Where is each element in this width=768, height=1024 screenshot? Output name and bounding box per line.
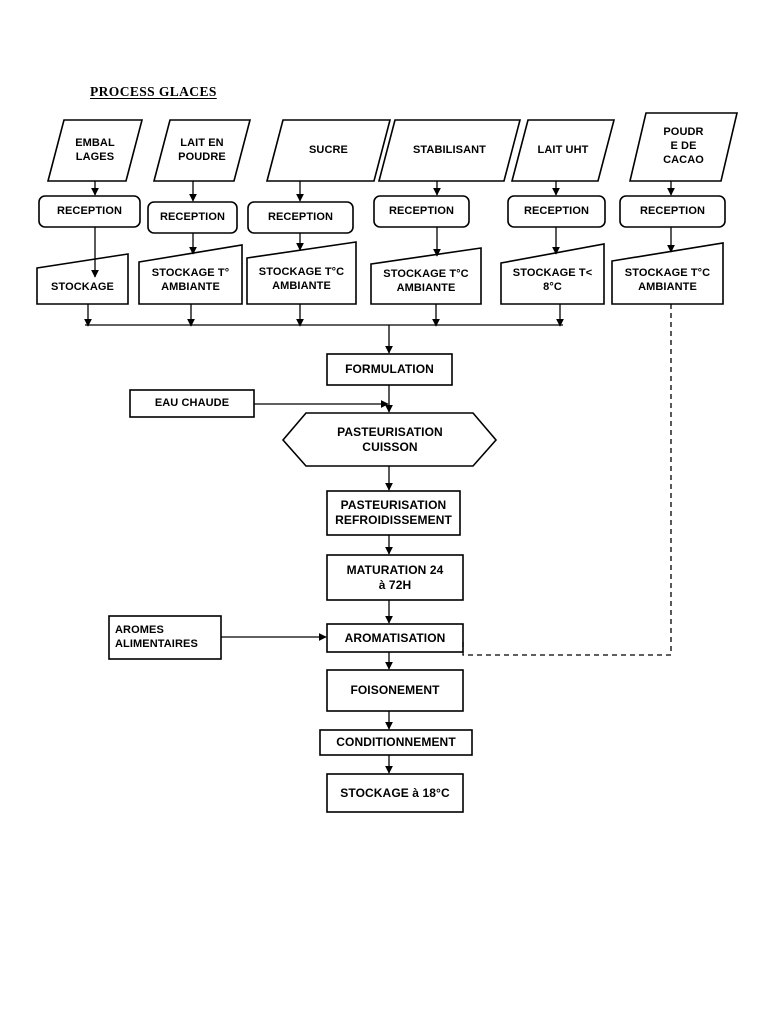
input-stabilisant[interactable]: STABILISANT xyxy=(412,143,486,156)
process-maturation[interactable]: MATURATION 24 à 72H xyxy=(346,562,444,592)
page-title: PROCESS GLACES xyxy=(90,84,217,99)
process-pasteurisation-refroidissement[interactable]: PASTEURISATION REFROIDISSEMENT xyxy=(335,498,452,527)
reception-5[interactable]: RECEPTION xyxy=(523,204,590,217)
storage-1[interactable]: STOCKAGE xyxy=(51,281,114,294)
storage-6[interactable]: STOCKAGE T°C AMBIANTE xyxy=(624,267,711,293)
process-foisonement[interactable]: FOISONEMENT xyxy=(350,683,440,697)
reception-2[interactable]: RECEPTION xyxy=(159,210,226,223)
storage-4[interactable]: STOCKAGE T°C AMBIANTE xyxy=(383,268,469,294)
input-lait-uht[interactable]: LAIT UHT xyxy=(537,143,589,156)
reception-6[interactable]: RECEPTION xyxy=(639,204,706,217)
input-emballages[interactable]: EMBAL LAGES xyxy=(75,136,115,163)
process-stockage-final[interactable]: STOCKAGE à 18°C xyxy=(340,785,450,800)
process-conditionnement[interactable]: CONDITIONNEMENT xyxy=(336,735,456,749)
side-input-aromes-alimentaires[interactable]: AROMES ALIMENTAIRES xyxy=(115,623,198,650)
storage-3[interactable]: STOCKAGE T°C AMBIANTE xyxy=(258,266,345,292)
input-poudre-de-cacao[interactable]: POUDR E DE CACAO xyxy=(663,126,704,166)
side-input-eau-chaude[interactable]: EAU CHAUDE xyxy=(154,396,230,409)
storage-5[interactable]: STOCKAGE T< 8°C xyxy=(512,267,593,293)
process-formulation[interactable]: FORMULATION xyxy=(345,362,434,376)
input-lait-en-poudre[interactable]: LAIT EN POUDRE xyxy=(178,136,226,163)
process-pasteurisation-cuisson[interactable]: PASTEURISATION CUISSON xyxy=(337,424,443,454)
reception-1[interactable]: RECEPTION xyxy=(56,204,123,217)
dashed-link-cacao-to-aromatisation xyxy=(462,304,672,656)
reception-3[interactable]: RECEPTION xyxy=(267,210,334,223)
process-aromatisation[interactable]: AROMATISATION xyxy=(344,630,446,645)
input-sucre[interactable]: SUCRE xyxy=(308,143,348,156)
reception-4[interactable]: RECEPTION xyxy=(388,204,455,217)
storage-2[interactable]: STOCKAGE T° AMBIANTE xyxy=(151,267,230,293)
